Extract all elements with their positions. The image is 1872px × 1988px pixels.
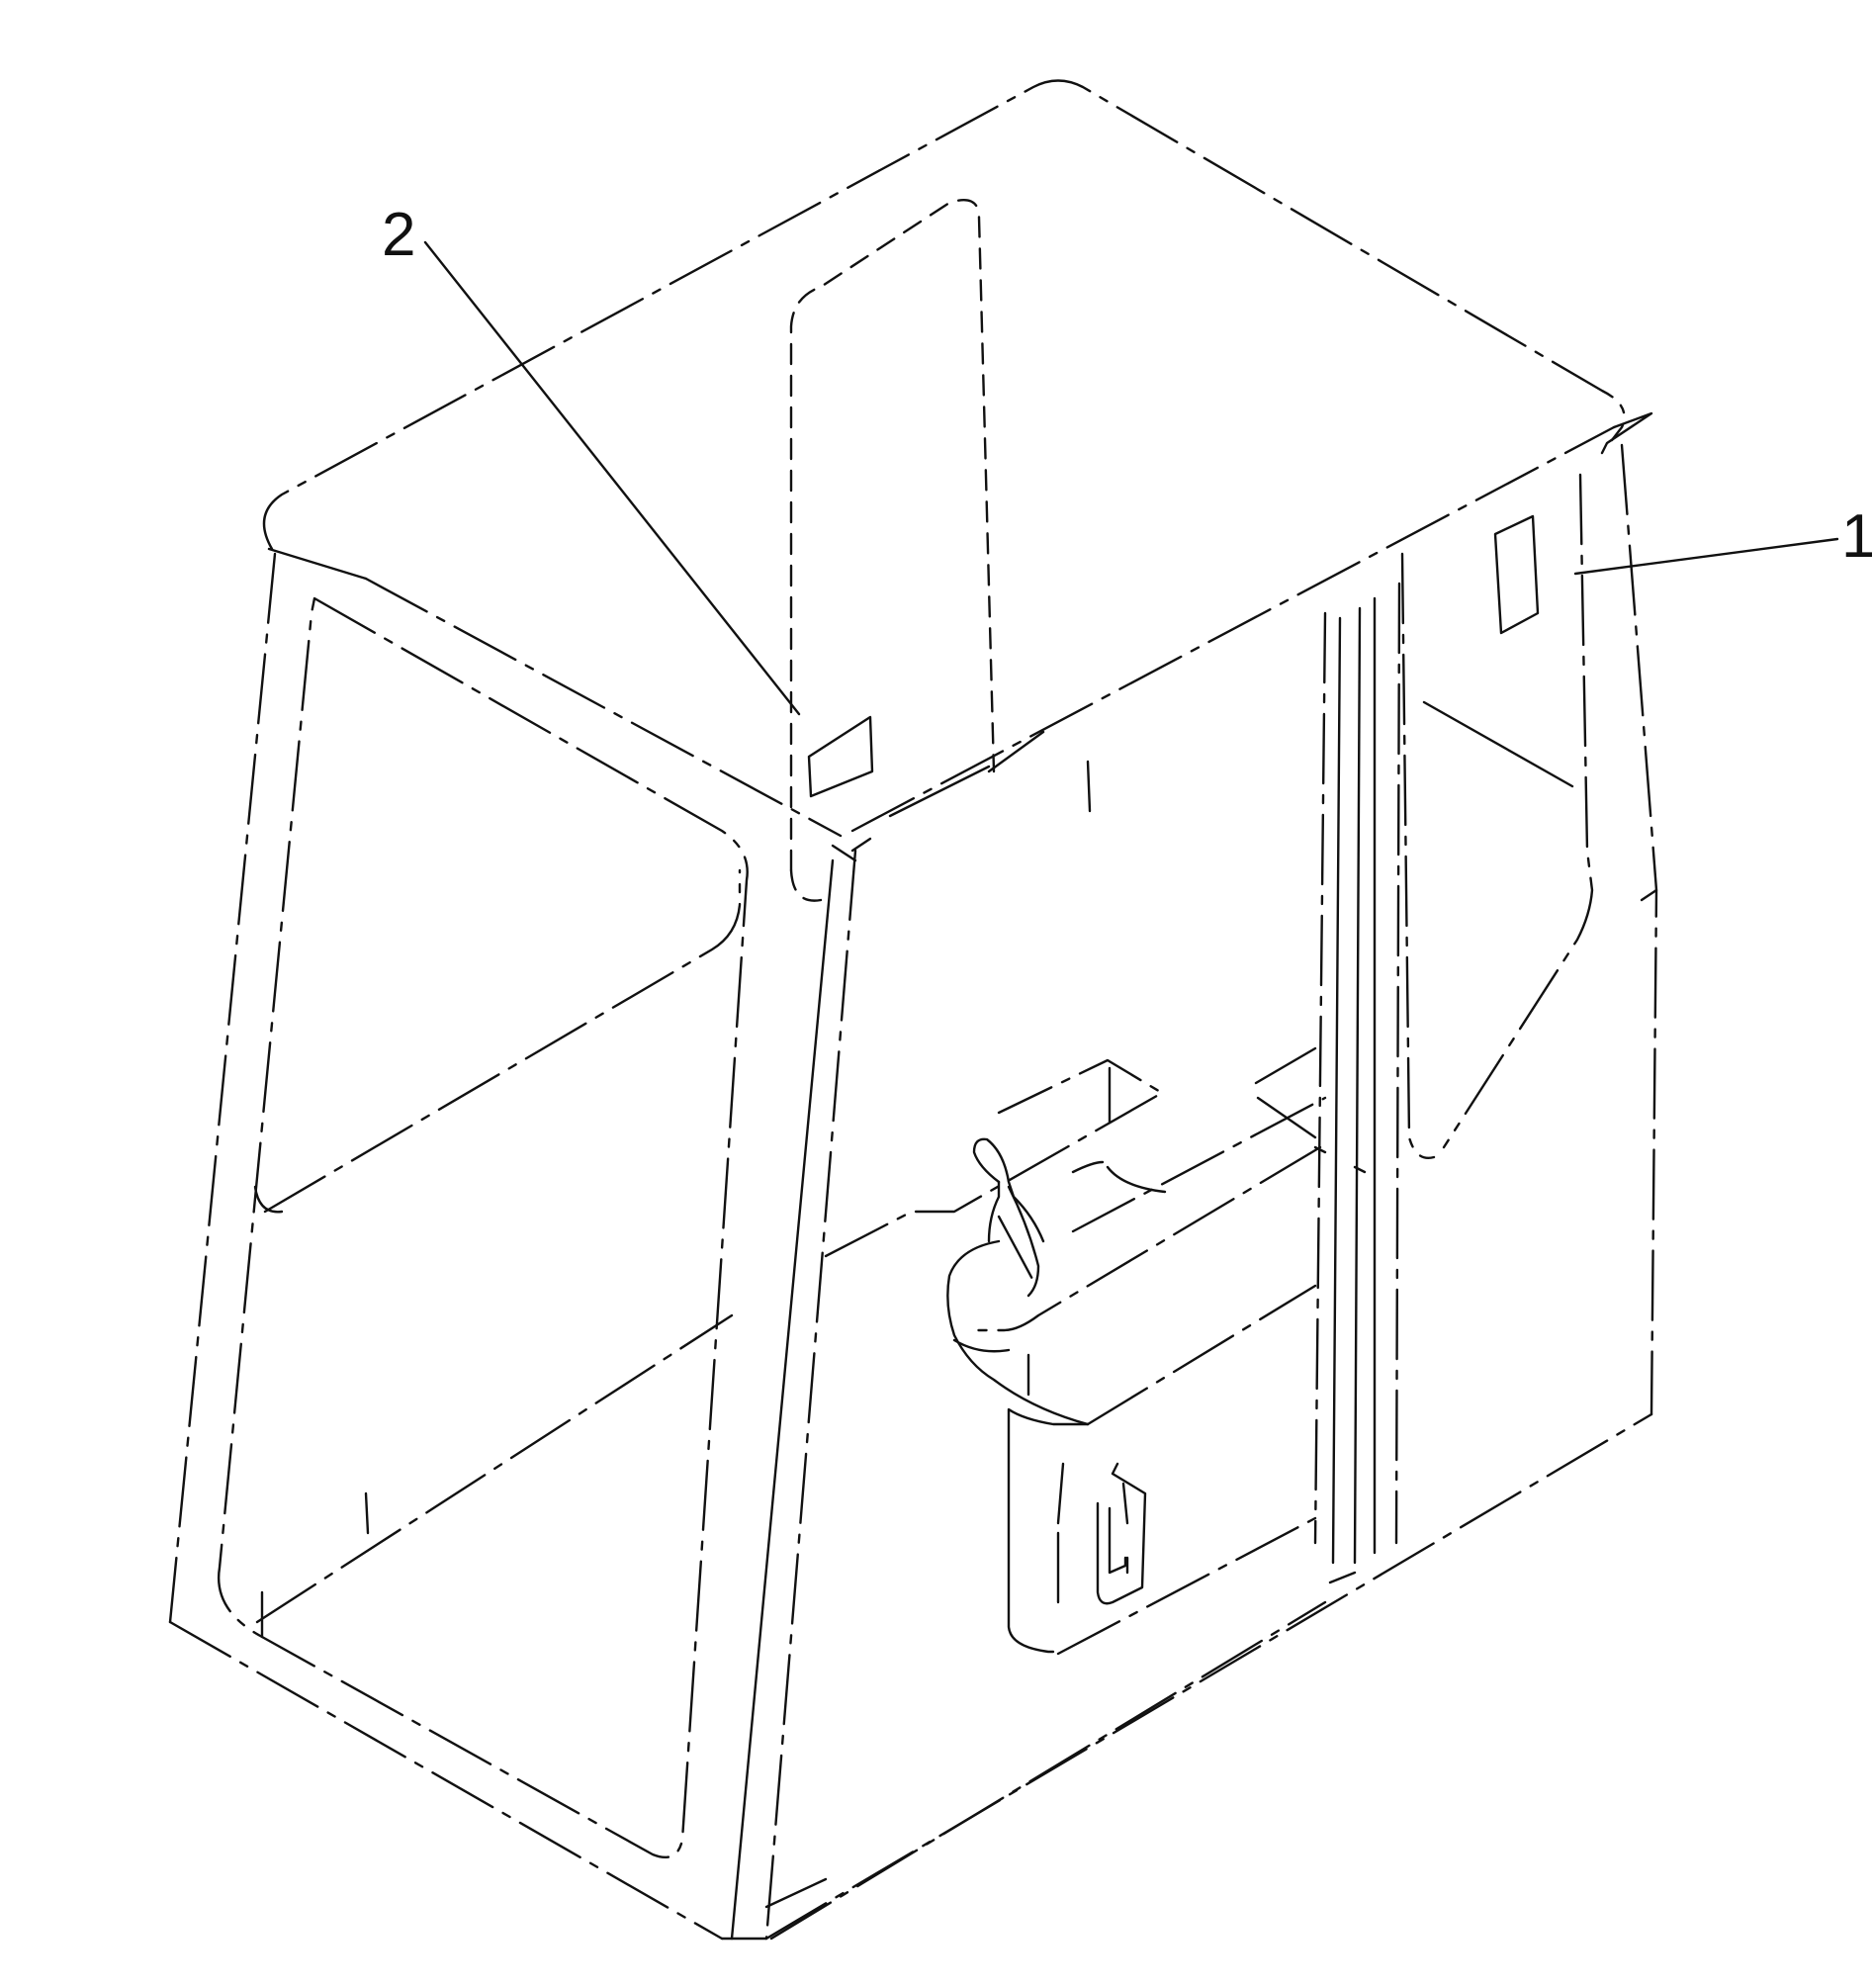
callout-label-2: 2 bbox=[382, 201, 415, 269]
decal-1 bbox=[1493, 514, 1540, 635]
leader-line-2 bbox=[423, 240, 801, 716]
front-door bbox=[764, 473, 1594, 1941]
cab-roof bbox=[262, 79, 1653, 838]
callout-label-1: 1 bbox=[1841, 502, 1872, 571]
operator-console bbox=[824, 1046, 1367, 1656]
side-window bbox=[217, 596, 749, 1859]
rear-window bbox=[789, 198, 996, 902]
leader-line-1 bbox=[1573, 537, 1839, 576]
cab-frame bbox=[168, 443, 1658, 1941]
decal-2 bbox=[807, 715, 874, 798]
